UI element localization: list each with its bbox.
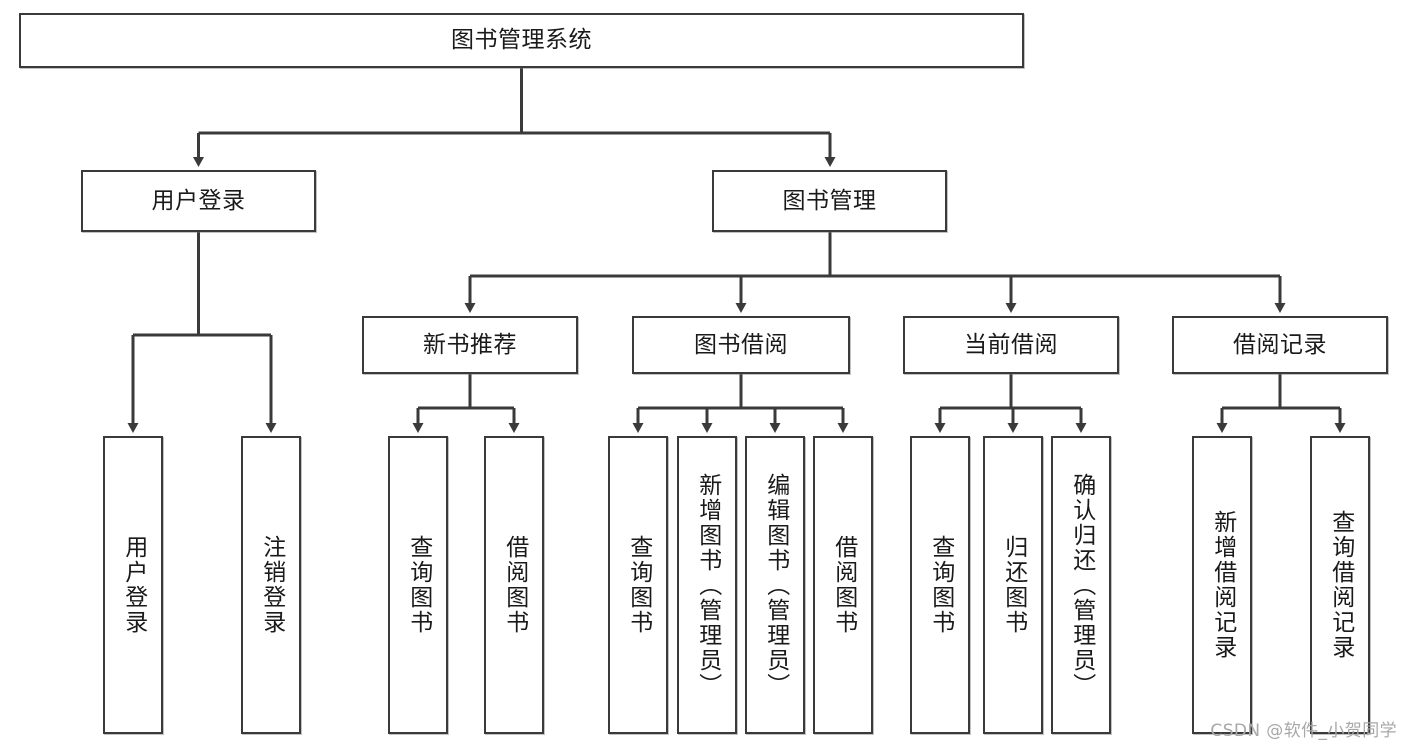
node-label: 查询借阅记录 <box>1327 510 1354 660</box>
node-label: 用户登录 <box>120 535 147 635</box>
node-leaf-query-book-current[interactable]: 查询图书 <box>910 436 970 734</box>
node-user-login[interactable]: 用户登录 <box>81 170 316 232</box>
node-leaf-user-login[interactable]: 用户登录 <box>103 436 163 734</box>
node-leaf-add-book-admin[interactable]: 新增图书（管理员） <box>677 436 737 734</box>
node-leaf-query-book-borrow[interactable]: 查询图书 <box>608 436 668 734</box>
node-label: 编辑图书（管理员） <box>762 472 789 698</box>
node-label: 新增借阅记录 <box>1209 510 1236 660</box>
node-leaf-confirm-return-admin[interactable]: 确认归还（管理员） <box>1051 436 1111 734</box>
node-label: 当前借阅 <box>964 331 1058 358</box>
node-book-management[interactable]: 图书管理 <box>712 170 947 232</box>
node-leaf-logout-login[interactable]: 注销登录 <box>241 436 301 734</box>
node-label: 查询图书 <box>405 535 432 635</box>
node-label: 查询图书 <box>927 535 954 635</box>
node-label: 用户登录 <box>151 187 246 214</box>
node-root-system[interactable]: 图书管理系统 <box>19 13 1024 68</box>
node-label: 借阅图书 <box>501 535 528 635</box>
node-leaf-query-book-recommend[interactable]: 查询图书 <box>388 436 448 734</box>
node-leaf-add-borrow-record[interactable]: 新增借阅记录 <box>1192 436 1252 734</box>
node-leaf-borrow-book[interactable]: 借阅图书 <box>813 436 873 734</box>
node-label: 新书推荐 <box>423 331 517 358</box>
node-label: 借阅图书 <box>830 535 857 635</box>
node-label: 新增图书（管理员） <box>694 472 721 698</box>
node-label: 查询图书 <box>625 535 652 635</box>
node-label: 借阅记录 <box>1233 331 1327 358</box>
node-label: 图书借阅 <box>694 331 788 358</box>
node-label: 注销登录 <box>258 535 285 635</box>
node-current-borrow[interactable]: 当前借阅 <box>903 316 1119 374</box>
node-borrow-record[interactable]: 借阅记录 <box>1172 316 1388 374</box>
node-leaf-edit-book-admin[interactable]: 编辑图书（管理员） <box>745 436 805 734</box>
node-leaf-return-book[interactable]: 归还图书 <box>983 436 1043 734</box>
node-book-borrow[interactable]: 图书借阅 <box>632 316 850 374</box>
node-new-book-recommend[interactable]: 新书推荐 <box>362 316 578 374</box>
node-label: 图书管理系统 <box>451 27 592 54</box>
node-label: 图书管理 <box>782 187 877 214</box>
node-leaf-query-borrow-record[interactable]: 查询借阅记录 <box>1310 436 1370 734</box>
node-label: 确认归还（管理员） <box>1068 472 1095 698</box>
node-leaf-borrow-book-recommend[interactable]: 借阅图书 <box>484 436 544 734</box>
node-label: 归还图书 <box>1000 535 1027 635</box>
